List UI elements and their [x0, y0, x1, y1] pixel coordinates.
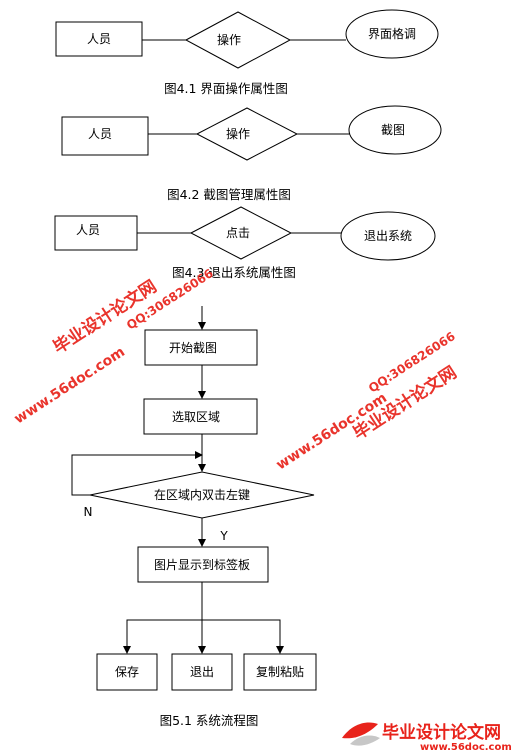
- attribute-label: 截图: [381, 123, 405, 137]
- yes-label: Y: [219, 529, 228, 543]
- footer-logo: 毕业设计论文网 www.56doc.com: [342, 722, 511, 752]
- attribute-label: 界面格调: [368, 26, 416, 41]
- actor-label: 人员: [88, 127, 112, 141]
- save-label: 保存: [115, 665, 139, 679]
- figure-caption: 图4.3 退出系统属性图: [172, 265, 296, 280]
- actor-label: 人员: [87, 32, 111, 46]
- select-label: 选取区域: [172, 410, 220, 424]
- copy-paste-box: [243, 653, 317, 691]
- er-diagram-4-1: 人员 操作 界面格调 图4.1 界面操作属性图: [55, 9, 439, 96]
- relation-diamond: [195, 107, 299, 161]
- decision-label: 在区域内双击左键: [154, 487, 250, 502]
- exit-box: [171, 653, 233, 691]
- footer-site-name: 毕业设计论文网: [382, 722, 501, 743]
- copy-paste-label: 复制粘贴: [256, 664, 304, 679]
- loop-arrow: [71, 451, 203, 496]
- flowchart-5-1: 开始截图 选取区域 在区域内双击左键 N Y 图片显示到标签板 保存 退出 复制…: [71, 306, 317, 728]
- leaf-logo-icon: [342, 722, 380, 746]
- show-label: 图片显示到标签板: [154, 557, 250, 572]
- attribute-label: 退出系统: [364, 229, 412, 243]
- actor-box: [61, 116, 149, 156]
- figure-caption: 图5.1 系统流程图: [160, 713, 259, 728]
- select-box: [143, 398, 258, 435]
- start-box: [144, 329, 258, 366]
- show-box: [137, 546, 269, 583]
- exit-label: 退出: [190, 665, 214, 679]
- er-diagram-4-2: 人员 操作 截图 图4.2 截图管理属性图: [61, 105, 442, 202]
- attribute-ellipse: [348, 105, 442, 155]
- flow-arrow: [123, 619, 202, 654]
- decision-diamond: [89, 471, 315, 519]
- relation-diamond: [184, 11, 292, 69]
- figure-caption: 图4.2 截图管理属性图: [167, 187, 291, 202]
- er-diagram-4-3: 人员 点击 退出系统 图4.3 退出系统属性图: [54, 206, 436, 280]
- relation-diamond: [189, 206, 293, 260]
- footer-url: www.56doc.com: [420, 742, 511, 752]
- attribute-ellipse: [340, 211, 436, 261]
- relation-label: 操作: [217, 32, 241, 47]
- actor-box: [55, 21, 143, 57]
- save-box: [96, 653, 158, 691]
- actor-label: 人员: [76, 223, 100, 237]
- watermark-url: www.56doc.com: [11, 344, 127, 427]
- no-label: N: [84, 505, 93, 519]
- figure-caption: 图4.1 界面操作属性图: [164, 81, 288, 96]
- relation-label: 点击: [226, 226, 250, 240]
- actor-box: [54, 215, 138, 251]
- start-label: 开始截图: [169, 341, 217, 355]
- watermark-right: www.56doc.com QQ:306826066 毕业设计论文网: [273, 329, 460, 473]
- relation-label: 操作: [226, 126, 250, 141]
- flow-arrow: [202, 619, 284, 654]
- attribute-ellipse: [345, 9, 439, 59]
